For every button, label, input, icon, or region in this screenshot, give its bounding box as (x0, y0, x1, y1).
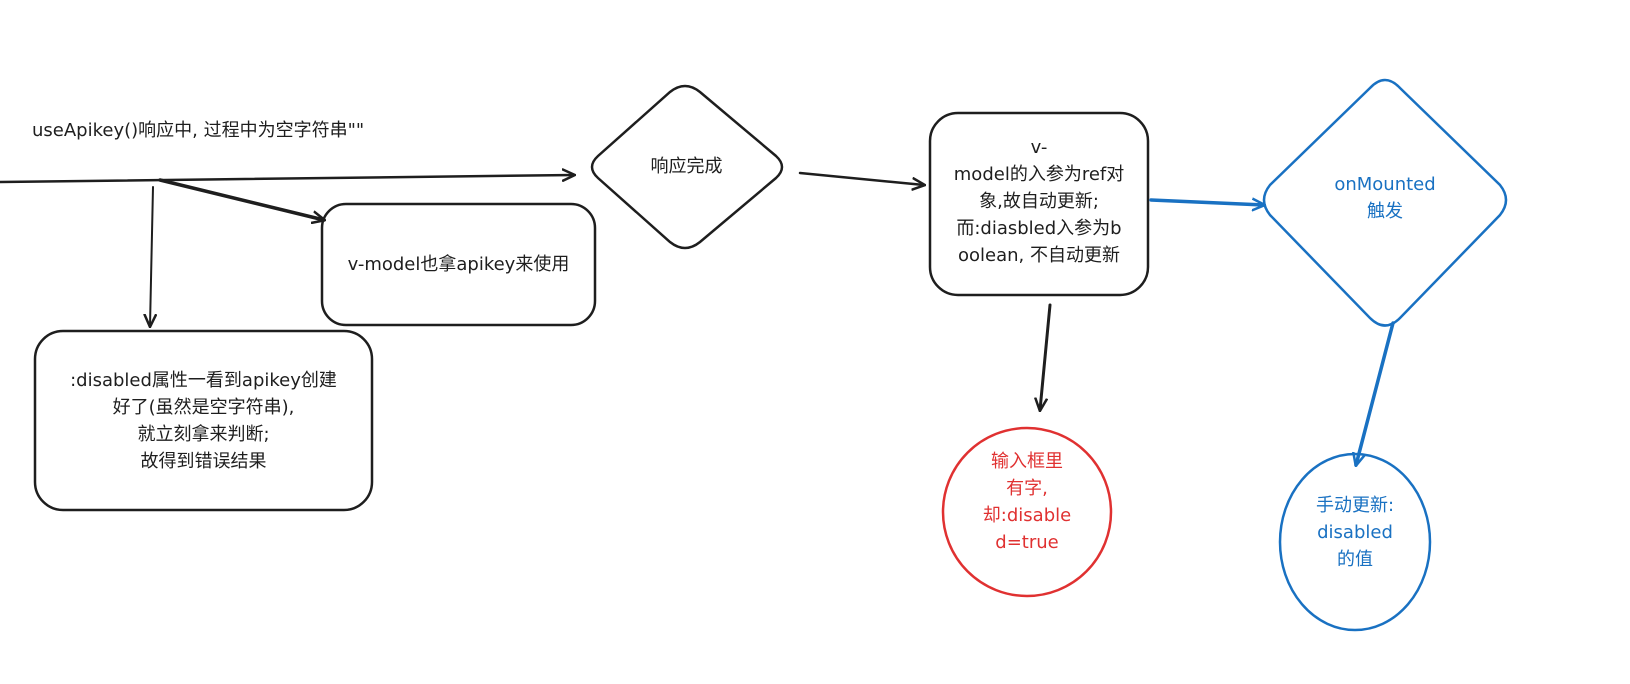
manual-update-label: 手动更新: disabled 的值 (1280, 492, 1430, 573)
disabled-box (33, 329, 374, 512)
onmounted-diamond (1262, 78, 1508, 327)
text-line: 的值 (1337, 549, 1373, 570)
text-line: 有字, (1006, 478, 1048, 499)
error-result-circle (941, 426, 1113, 598)
main-flow-arrow (0, 175, 574, 184)
response-done-label: 响应完成 (650, 156, 723, 177)
arrow-to-error-result (1040, 303, 1052, 410)
arrow-to-update-box (798, 171, 924, 185)
vmodel-box-label: v-model也拿apikey来使用 (347, 254, 570, 275)
text-line: :disabled属性一看到apikey创建 (70, 370, 337, 391)
text-line: d=true (995, 532, 1059, 553)
text-line: onMounted (1334, 174, 1436, 195)
update-box (928, 111, 1150, 297)
branch-arrow-disabled (150, 186, 153, 326)
text-line: 好了(虽然是空字符串), (112, 397, 295, 418)
arrow-to-onmounted (1149, 200, 1264, 205)
arrow-to-manual-update (1356, 321, 1395, 465)
text-line: oolean, 不自动更新 (958, 245, 1120, 266)
disabled-box-label: :disabled属性一看到apikey创建 好了(虽然是空字符串), 就立刻拿… (35, 367, 372, 475)
update-box-label: v- model的入参为ref对 象,故自动更新; 而:diasbled入参为b… (930, 134, 1148, 269)
text-line: 就立刻拿来判断; (137, 424, 270, 445)
text-line: 故得到错误结果 (140, 451, 267, 472)
text-line: 输入框里 (991, 451, 1063, 472)
response-done-diamond (590, 84, 784, 250)
text-line: disabled (1317, 522, 1393, 543)
branch-arrow-vmodel (158, 178, 324, 220)
text-line: 触发 (1367, 201, 1403, 222)
text-line: model的入参为ref对 (953, 164, 1125, 185)
text-line: 而:diasbled入参为b (956, 218, 1122, 239)
text-line: 却:disable (982, 505, 1072, 526)
text-line: v- (1030, 137, 1048, 158)
error-result-label: 输入框里 有字, 却:disable d=true (943, 448, 1111, 556)
vmodel-box (320, 202, 597, 327)
onmounted-label: onMounted 触发 (1258, 171, 1512, 225)
top-note-label: useApikey()响应中, 过程中为空字符串"" (32, 120, 365, 141)
text-line: 象,故自动更新; (979, 191, 1099, 212)
text-line: 手动更新: (1315, 495, 1395, 516)
manual-update-circle (1278, 452, 1432, 632)
